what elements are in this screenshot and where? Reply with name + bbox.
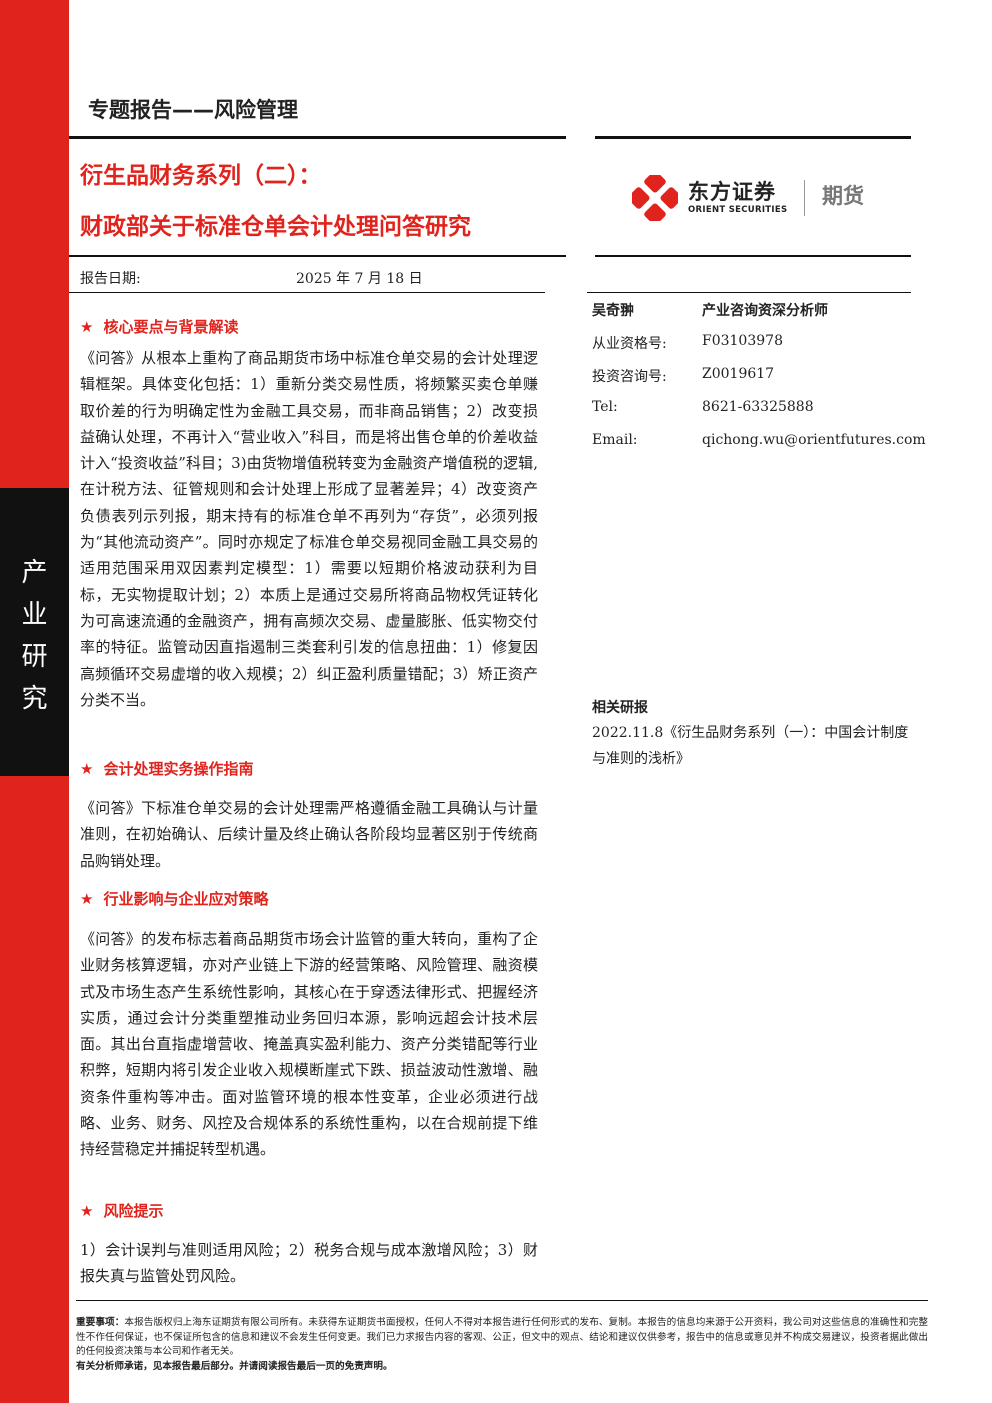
analyst-info-label: Tel: — [592, 399, 618, 415]
section-paragraph: 《问答》下标准仓单交易的会计处理需严格遵循金融工具确认与计量准则，在初始确认、后… — [80, 799, 538, 870]
section-paragraph: 1）会计误判与准则适用风险；2）税务合规与成本激增风险；3）财报失真与监管处罚风… — [80, 1241, 538, 1286]
section-heading-text: 核心要点与背景解读 — [103, 318, 239, 336]
section-body: 《问答》下标准仓单交易的会计处理需严格遵循金融工具确认与计量准则，在初始确认、后… — [80, 795, 538, 874]
report-title-line1: 衍生品财务系列（二）： — [80, 163, 322, 189]
section-heading-text: 行业影响与企业应对策略 — [103, 890, 269, 908]
logo-division: 期货 — [822, 184, 864, 208]
report-title-line2: 财政部关于标准仓单会计处理问答研究 — [80, 214, 471, 240]
logo-name-cn: 东方证券 — [688, 180, 776, 204]
star-icon: ★ — [80, 1202, 94, 1220]
divider — [595, 136, 911, 139]
section-body: 1）会计误判与准则适用风险；2）税务合规与成本激增风险；3）财报失真与监管处罚风… — [80, 1237, 538, 1290]
category-char: 研 — [21, 642, 48, 672]
divider — [587, 292, 911, 293]
disclaimer: 重要事项：本报告版权归上海东证期货有限公司所有。未获得东证期货书面授权，任何人不… — [76, 1316, 928, 1374]
analyst-info-label: 投资咨询号: — [592, 369, 667, 385]
section-heading-text: 会计处理实务操作指南 — [103, 760, 254, 778]
section-paragraph: 《问答》的发布标志着商品期货市场会计监管的重大转向，重构了企业财务核算逻辑，亦对… — [80, 930, 538, 1159]
logo-separator — [804, 180, 805, 216]
report-subtitle: 专题报告——风险管理 — [88, 98, 298, 122]
logo-name-en: ORIENT SECURITIES — [688, 205, 788, 215]
analyst-title: 产业咨询资深分析师 — [702, 303, 828, 319]
star-icon: ★ — [80, 318, 94, 336]
related-research-heading: 相关研报 — [592, 700, 648, 716]
analyst-info-value: 8621-63325888 — [702, 399, 814, 415]
section-heading: ★ 风险提示 — [80, 1200, 163, 1221]
company-logo: 东方证券 ORIENT SECURITIES 期货 — [632, 174, 892, 222]
analyst-name: 吴奇翀 — [592, 303, 634, 319]
star-icon: ★ — [80, 890, 94, 908]
section-body: 《问答》从根本上重构了商品期货市场中标准仓单交易的会计处理逻辑框架。具体变化包括… — [80, 345, 538, 713]
category-char: 究 — [21, 684, 48, 714]
category-label-box — [0, 488, 69, 776]
section-heading: ★ 行业影响与企业应对策略 — [80, 888, 268, 909]
orient-logo-icon — [632, 175, 678, 221]
disclaimer-text: 本报告版权归上海东证期货有限公司所有。未获得东证期货书面授权，任何人不得对本报告… — [76, 1317, 929, 1357]
report-date-label: 报告日期: — [80, 271, 141, 287]
analyst-info-value: Z0019617 — [702, 366, 775, 382]
divider — [69, 136, 566, 139]
analyst-info-value: F03103978 — [702, 333, 783, 349]
disclaimer-label: 重要事项： — [76, 1317, 125, 1328]
category-label: 产 业 研 究 — [0, 552, 69, 720]
report-date: 2025 年 7 月 18 日 — [296, 271, 423, 287]
section-heading: ★ 会计处理实务操作指南 — [80, 758, 253, 779]
analyst-email[interactable]: qichong.wu@orientfutures.com — [702, 432, 926, 448]
divider — [69, 292, 545, 293]
related-research-item[interactable]: 2022.11.8《衍生品财务系列（一）：中国会计制度与准则的浅析》 — [592, 725, 909, 767]
section-heading: ★ 核心要点与背景解读 — [80, 316, 238, 337]
category-char: 产 — [21, 558, 48, 588]
footer-divider — [76, 1300, 928, 1301]
category-char: 业 — [21, 600, 48, 630]
divider — [69, 255, 566, 257]
disclaimer-footer: 有关分析师承诺，见本报告最后部分。并请阅读报告最后一页的免责声明。 — [76, 1360, 393, 1372]
section-body: 《问答》的发布标志着商品期货市场会计监管的重大转向，重构了企业财务核算逻辑，亦对… — [80, 926, 538, 1163]
analyst-info-label: 从业资格号: — [592, 336, 667, 352]
analyst-info-label: Email: — [592, 432, 638, 448]
section-paragraph: 《问答》从根本上重构了商品期货市场中标准仓单交易的会计处理逻辑框架。具体变化包括… — [80, 349, 538, 709]
star-icon: ★ — [80, 760, 94, 778]
divider — [595, 255, 911, 257]
section-heading-text: 风险提示 — [103, 1202, 164, 1220]
